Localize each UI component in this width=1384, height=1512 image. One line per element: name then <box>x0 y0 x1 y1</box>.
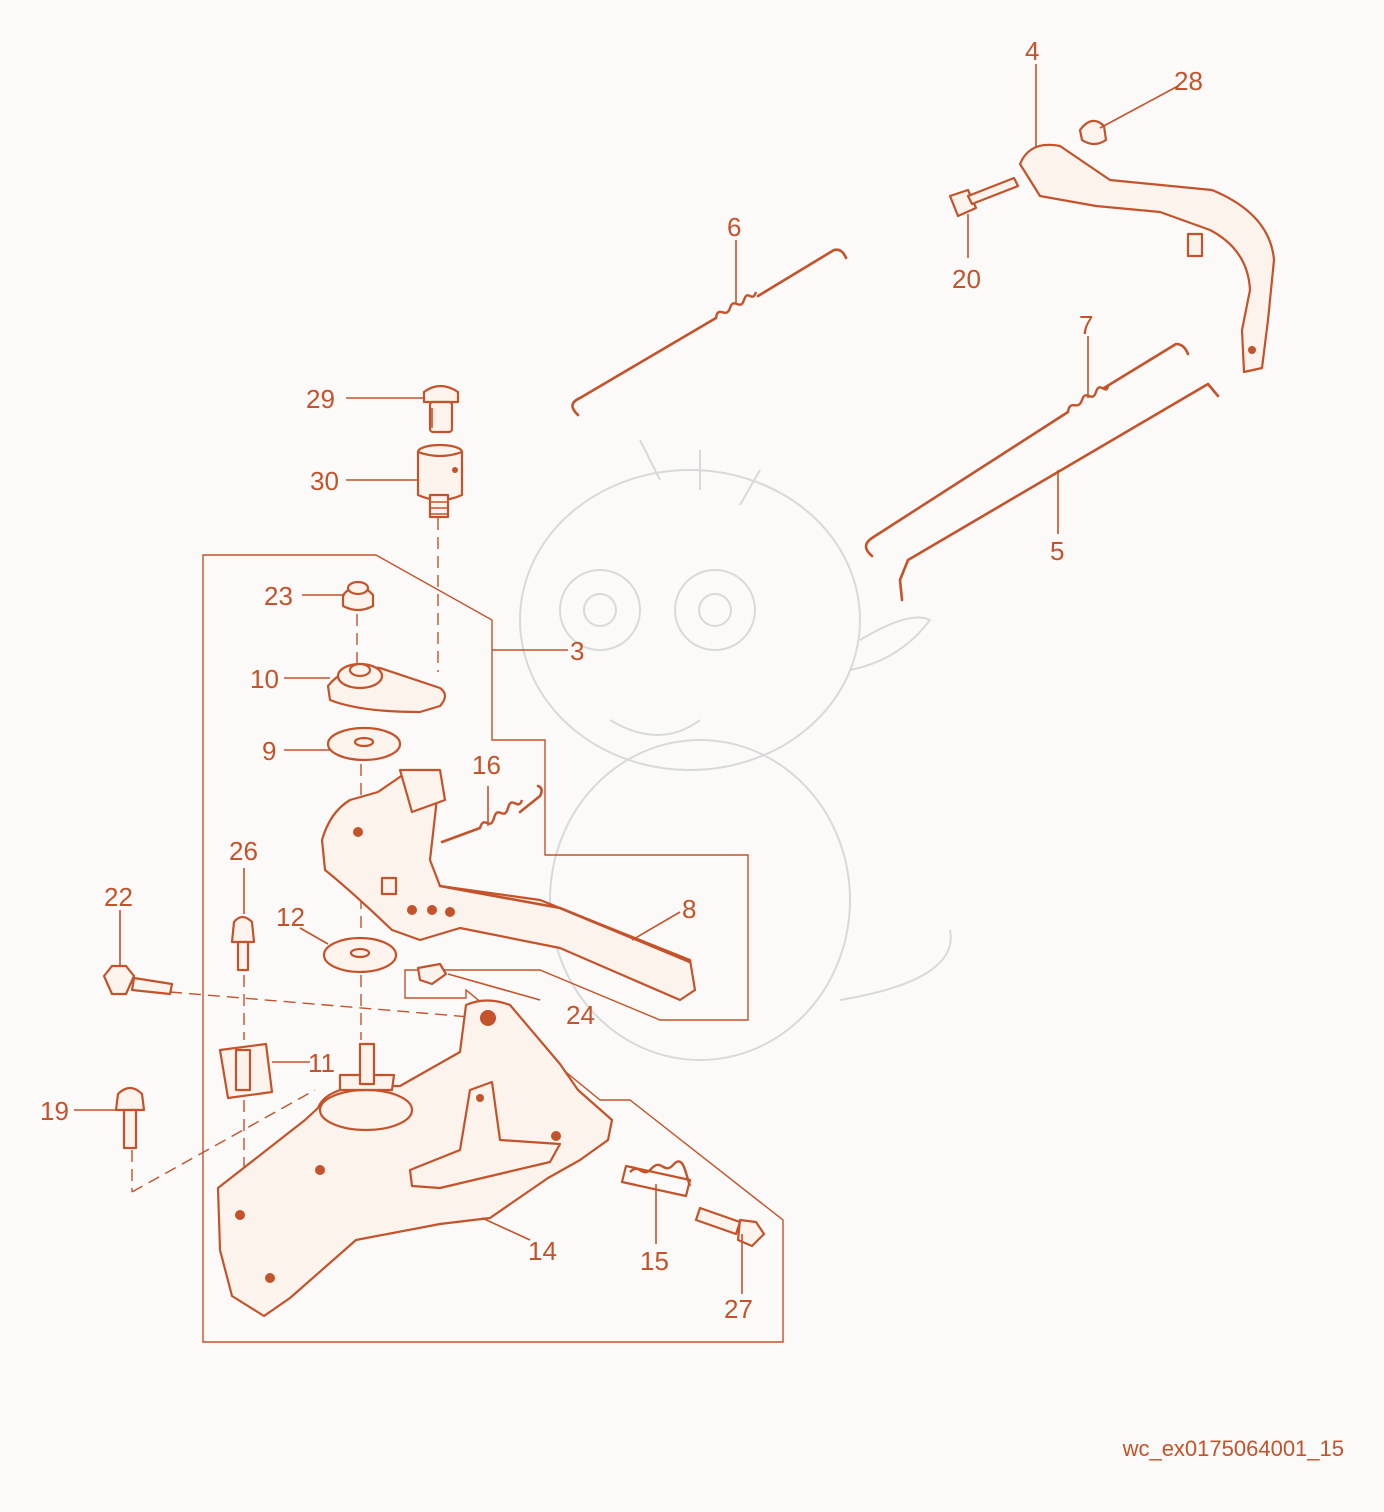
image-code-label: wc_ex0175064001_15 <box>1122 1436 1344 1461</box>
part-10-lever <box>326 662 447 714</box>
watermark-dragon-art <box>519 439 952 1061</box>
callout-labels: 4 28 20 6 7 5 29 30 23 3 10 9 16 26 22 8… <box>40 36 1203 1324</box>
callout-30: 30 <box>310 466 339 496</box>
callout-7: 7 <box>1079 310 1093 340</box>
callout-24: 24 <box>566 1000 595 1030</box>
callout-4: 4 <box>1025 36 1039 66</box>
callout-12: 12 <box>276 902 305 932</box>
assembly-frame <box>202 554 784 1343</box>
callout-3: 3 <box>570 636 584 666</box>
callout-10: 10 <box>250 664 279 694</box>
callout-29: 29 <box>306 384 335 414</box>
part-29-pin <box>422 384 460 434</box>
callout-15: 15 <box>640 1246 669 1276</box>
part-9-washer <box>326 726 402 762</box>
part-20-carriage-bolt <box>948 176 1020 218</box>
part-15-spring <box>620 1160 692 1198</box>
leader-lines <box>74 64 1179 1294</box>
part-30-bushing <box>416 443 464 519</box>
callout-20: 20 <box>952 264 981 294</box>
callout-11: 11 <box>308 1048 335 1078</box>
callout-26: 26 <box>229 836 258 866</box>
part-19-screw <box>114 1086 146 1150</box>
callout-9: 9 <box>262 736 276 766</box>
part-6-spring-rod <box>571 248 848 417</box>
callout-23: 23 <box>264 581 293 611</box>
callout-22: 22 <box>104 882 133 912</box>
part-22-bolt <box>102 964 174 996</box>
part-28-nut <box>1078 119 1108 146</box>
callout-16: 16 <box>472 750 501 780</box>
part-23-nut <box>341 580 375 612</box>
callout-5: 5 <box>1050 536 1064 566</box>
callout-19: 19 <box>40 1096 69 1126</box>
part-14-base-plate <box>216 999 614 1318</box>
part-11-block <box>218 1042 274 1100</box>
callout-14: 14 <box>528 1236 557 1266</box>
callout-28: 28 <box>1174 66 1203 96</box>
part-27-bolt <box>694 1206 766 1248</box>
part-16-spring <box>440 784 543 844</box>
callout-8: 8 <box>682 894 696 924</box>
callout-6: 6 <box>727 212 741 242</box>
part-7-spring-rod <box>864 342 1190 558</box>
callout-27: 27 <box>724 1294 753 1324</box>
part-26-screw <box>230 915 256 972</box>
part-12-washer <box>322 936 398 974</box>
part-8-bracket <box>320 768 697 1002</box>
part-4-handle-lever <box>1018 143 1276 374</box>
part-5-rod <box>898 382 1220 602</box>
part-24-clip <box>416 962 448 986</box>
